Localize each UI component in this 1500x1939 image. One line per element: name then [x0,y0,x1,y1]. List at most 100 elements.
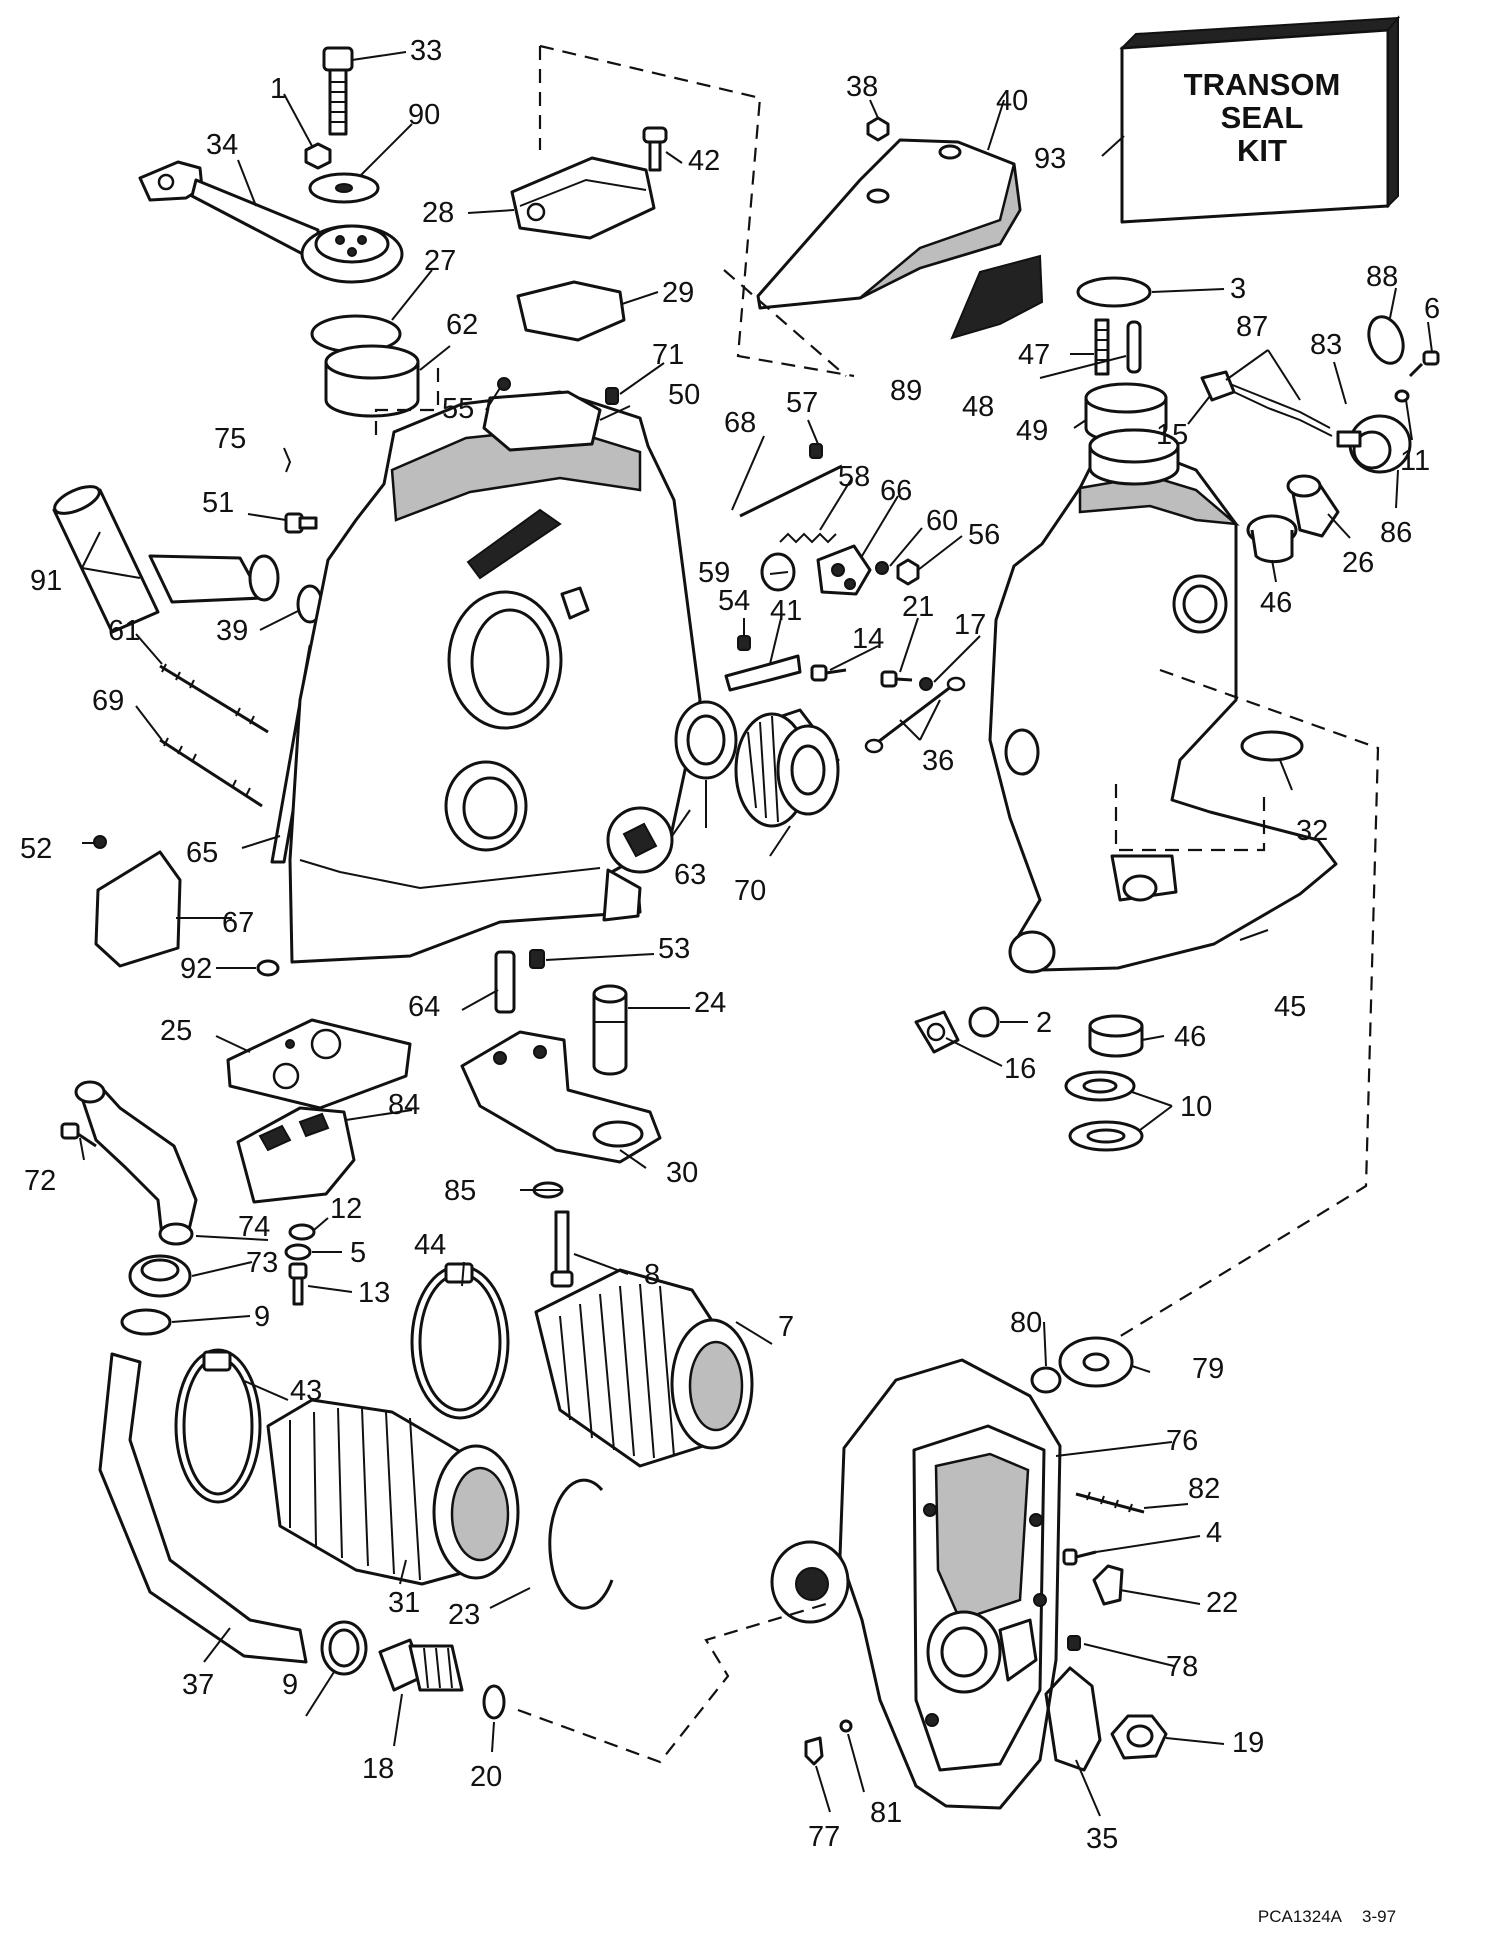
callout-42: 42 [688,145,720,177]
washer-79 [1058,1336,1134,1388]
callout-46-upper: 46 [1260,587,1292,619]
callout-40: 40 [996,85,1028,117]
kit-line-1: TRANSOM [1184,67,1341,102]
o-ring-59 [760,552,796,592]
callout-1: 1 [270,73,286,105]
screw-38 [866,116,890,142]
callout-14: 14 [852,623,884,655]
bell-housing-76 [770,1358,1062,1810]
washer-12 [288,1223,316,1241]
stud-69 [159,737,263,808]
bellows-7 [534,1268,754,1468]
trim-sender-86 [1200,370,1412,474]
callout-75: 75 [214,423,246,455]
callout-81: 81 [870,1797,902,1829]
fitting-18 [378,1638,464,1692]
pin-68 [739,464,843,518]
callout-45: 45 [1274,991,1306,1023]
grommet-73 [128,1254,192,1298]
bearing-70 [734,708,840,828]
callout-52: 52 [20,833,52,865]
stud-82 [1075,1491,1145,1514]
callout-21: 21 [902,591,934,623]
stud-47 [1094,318,1110,376]
screw-13 [288,1262,308,1306]
callout-38: 38 [846,71,878,103]
o-ring-20 [482,1684,506,1720]
callout-46-lower: 46 [1174,1021,1206,1053]
washer-5 [284,1243,312,1261]
bearing-cover-40 [756,138,1022,310]
kit-line-3: KIT [1237,133,1287,168]
callout-54: 54 [718,585,750,617]
callout-31: 31 [388,1587,420,1619]
callout-16: 16 [1004,1053,1036,1085]
callout-91: 91 [30,565,62,597]
nut-55 [497,377,511,391]
valve-66 [816,544,872,596]
callout-44: 44 [414,1229,446,1261]
callout-79: 79 [1192,1353,1224,1385]
bolt-33 [322,46,354,136]
retaining-ring-23 [548,1478,614,1610]
callout-17: 17 [954,609,986,641]
washer-80 [1030,1366,1062,1394]
block-84 [236,1106,356,1204]
screw-57 [809,443,823,459]
figure-footer: PCA1324A 3-97 [1258,1907,1396,1926]
callout-69: 69 [92,685,124,717]
callout-36: 36 [922,745,954,777]
callout-53: 53 [658,933,690,965]
callout-76: 76 [1166,1425,1198,1457]
ground-strap-36 [864,676,966,754]
callout-84: 84 [388,1089,420,1121]
nut-52 [93,835,107,849]
screw-14 [810,664,847,682]
callout-18: 18 [362,1753,394,1785]
steering-arm-34 [138,160,404,284]
callout-25: 25 [160,1015,192,1047]
callout-61: 61 [108,615,140,647]
pin-75 [283,447,292,473]
callout-19: 19 [1232,1727,1264,1759]
tube-91 [52,485,280,634]
screw-71 [605,387,619,405]
callout-67: 67 [222,907,254,939]
callout-3: 3 [1230,273,1246,305]
callout-87: 87 [1236,311,1268,343]
callout-50: 50 [668,379,700,411]
callout-86: 86 [1380,517,1412,549]
bracket-41 [724,654,802,692]
bracket-30 [460,1030,662,1164]
callout-37: 37 [182,1669,214,1701]
screw-77 [804,1736,824,1766]
screw-72 [60,1122,97,1148]
callout-labels: 1 2 3 4 5 6 7 8 9 9 10 11 12 13 14 15 16… [20,35,1440,1855]
nut-56 [896,558,920,586]
callout-2: 2 [1036,1007,1052,1039]
pin-64 [494,950,516,1014]
washer-11 [1394,389,1410,403]
o-ring-3 [1076,276,1152,308]
callout-29: 29 [662,277,694,309]
callout-68: 68 [724,407,756,439]
transom-seal-kit-box: TRANSOM SEAL KIT [1119,15,1401,224]
callout-20: 20 [470,1761,502,1793]
trim-89 [950,254,1044,340]
lubricant-symbol-icon [606,806,691,874]
washer-81 [839,1719,853,1733]
callout-32: 32 [1296,815,1328,847]
gimbal-housing-left [288,390,702,964]
callout-77: 77 [808,1821,840,1853]
callout-62: 62 [446,309,478,341]
gimbal-ring-45 [988,428,1338,974]
callout-74: 74 [238,1211,270,1243]
part-drawings: TRANSOM SEAL KIT [52,15,1440,1810]
pin-48 [1126,320,1142,374]
sleeve-24 [592,984,628,1076]
callout-35: 35 [1086,1823,1118,1855]
gasket-67 [94,850,182,968]
callout-13: 13 [358,1277,390,1309]
